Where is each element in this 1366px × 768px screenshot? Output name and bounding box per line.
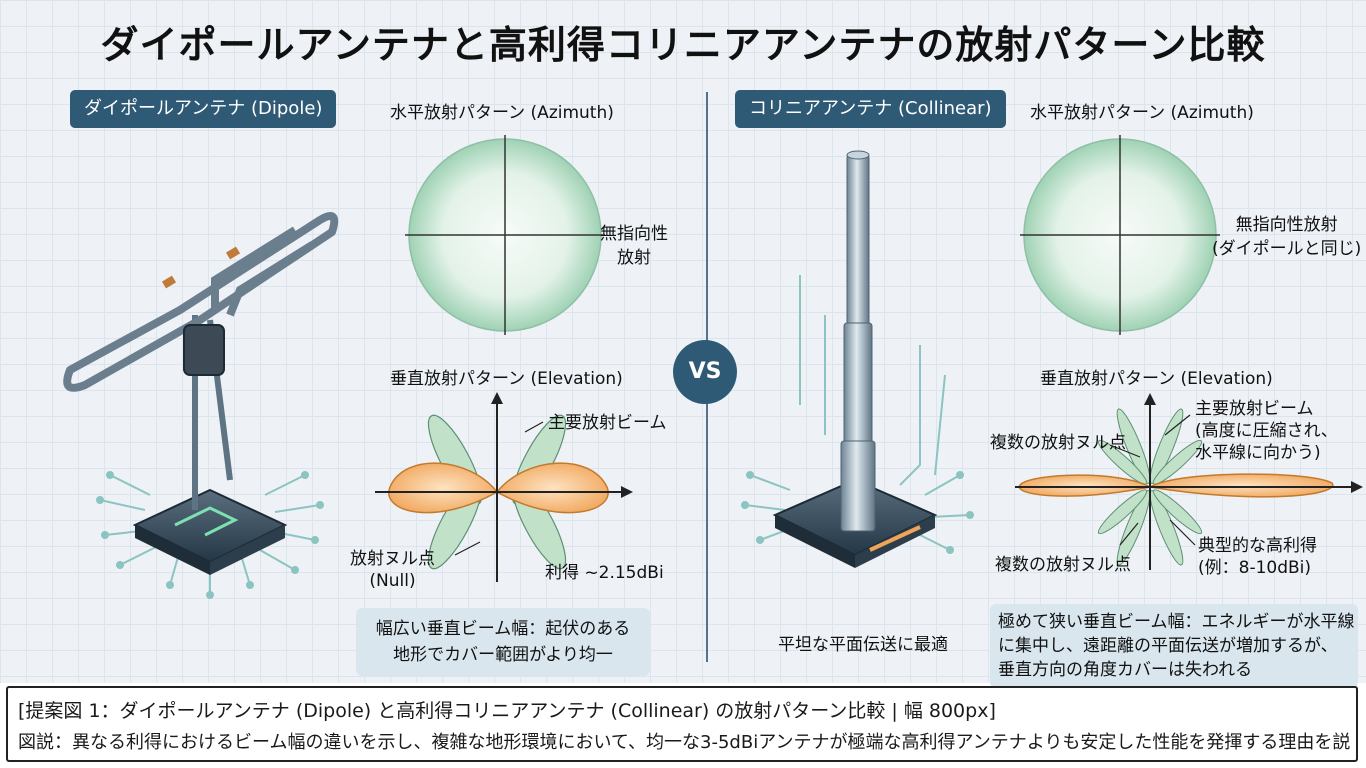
collinear-elevation-title: 垂直放射パターン (Elevation) [1040, 369, 1273, 389]
dipole-null-label-line1: 放射ヌル点 [350, 549, 435, 569]
collinear-badge: コリニアアンテナ (Collinear) [735, 90, 1006, 128]
collinear-antenna-illustration [741, 150, 974, 568]
dipole-azimuth-label-line2: 放射 [617, 248, 651, 268]
dipole-badge: ダイポールアンテナ (Dipole) [70, 90, 337, 128]
dipole-azimuth-label-line1: 無指向性 [600, 224, 668, 244]
collinear-null-top-label: 複数の放射ヌル点 [990, 433, 1126, 453]
collinear-gain-line1: 典型的な高利得 [1198, 536, 1317, 556]
collinear-azimuth-label: 無指向性放射 (ダイポールと同じ) [1212, 213, 1361, 261]
collinear-azimuth-title: 水平放射パターン (Azimuth) [1030, 103, 1254, 123]
dipole-gain-label: 利得 ~2.15dBi [545, 563, 664, 583]
collinear-note: 極めて狭い垂直ビーム幅：エネルギーが水平線 に集中し、遠距離の平面伝送が増加する… [990, 604, 1358, 688]
collinear-main-beam-line2: (高度に圧縮され、 [1195, 421, 1338, 441]
dipole-azimuth-title: 水平放射パターン (Azimuth) [390, 103, 614, 123]
dipole-main-beam-label: 主要放射ビーム [548, 413, 667, 433]
dipole-azimuth-label: 無指向性 放射 [600, 222, 668, 270]
collinear-gain-label: 典型的な高利得 (例：8-10dBi) [1198, 535, 1317, 579]
page-title: ダイポールアンテナと高利得コリニアアンテナの放射パターン比較 [100, 23, 1266, 67]
caption-description: 図説：異なる利得におけるビーム幅の違いを示し、複雑な地形環境において、均一な3-… [18, 732, 1351, 753]
collinear-gain-line2: (例：8-10dBi) [1198, 558, 1312, 578]
collinear-elevation-plot [1015, 393, 1363, 570]
dipole-note-line1: 幅広い垂直ビーム幅：起伏のある [375, 619, 631, 639]
dipole-antenna-illustration [63, 212, 339, 599]
collinear-flat-label: 平坦な平面伝送に最適 [778, 635, 948, 655]
collinear-null-bottom-label: 複数の放射ヌル点 [995, 555, 1131, 575]
collinear-note-line1: 極めて狭い垂直ビーム幅：エネルギーが水平線 [998, 612, 1355, 632]
dipole-null-label-line2: (Null) [369, 571, 416, 591]
collinear-main-beam-label: 主要放射ビーム (高度に圧縮され、 水平線に向かう) [1195, 398, 1338, 464]
dipole-note-line2: 地形でカバー範囲がより均一 [393, 645, 613, 665]
caption-title: [提案図 1：ダイポールアンテナ (Dipole) と高利得コリニアアンテナ (… [18, 700, 996, 722]
dipole-azimuth-plot [405, 135, 605, 335]
collinear-azimuth-plot [1020, 135, 1220, 335]
figure-caption: [提案図 1：ダイポールアンテナ (Dipole) と高利得コリニアアンテナ (… [6, 686, 1358, 762]
collinear-main-beam-line1: 主要放射ビーム [1195, 399, 1314, 419]
collinear-azimuth-label-line2: (ダイポールと同じ) [1212, 239, 1362, 259]
dipole-null-label: 放射ヌル点 (Null) [350, 548, 435, 592]
collinear-main-beam-line3: 水平線に向かう) [1195, 443, 1321, 463]
collinear-note-line3: 垂直方向の角度カバーは失われる [998, 660, 1253, 680]
vs-badge: VS [673, 340, 737, 404]
dipole-elevation-plot [375, 392, 633, 582]
collinear-note-line2: に集中し、遠距離の平面伝送が増加するが、 [998, 636, 1338, 656]
dipole-elevation-title: 垂直放射パターン (Elevation) [390, 369, 623, 389]
dipole-note: 幅広い垂直ビーム幅：起伏のある 地形でカバー範囲がより均一 [356, 608, 650, 676]
diagram-board: ダイポールアンテナと高利得コリニアアンテナの放射パターン比較 ダイポールアンテナ… [0, 0, 1366, 688]
collinear-azimuth-label-line1: 無指向性放射 [1235, 215, 1338, 235]
